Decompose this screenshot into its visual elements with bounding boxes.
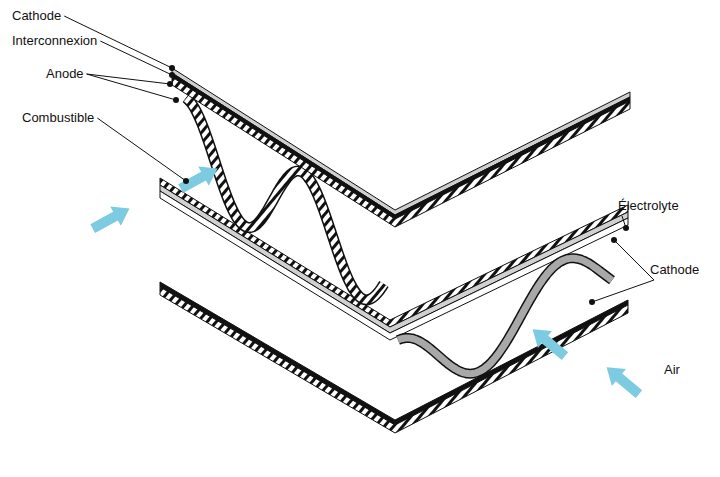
part-label: Cathode: [650, 262, 699, 278]
leader-dot: [589, 299, 595, 305]
part-label: Air: [664, 362, 680, 378]
leader-line: [87, 74, 170, 84]
leader-dot: [169, 72, 175, 78]
cathode-wave-outline: [398, 258, 612, 373]
bottom-interconnect: [160, 282, 628, 425]
part-label: Électrolyte: [618, 198, 679, 214]
leader-dot: [183, 178, 189, 184]
leader-dot: [169, 65, 175, 71]
leader-line: [592, 280, 654, 302]
leader-lines: [64, 16, 654, 305]
part-label: Cathode: [12, 8, 61, 24]
fuel-arrow: [90, 206, 129, 233]
layers: [90, 68, 642, 433]
leader-line: [87, 74, 176, 100]
top-interconnect: [172, 73, 630, 219]
cathode-wave: [398, 258, 612, 373]
leader-dot: [167, 81, 173, 87]
leader-dot: [611, 237, 617, 243]
air-arrow: [607, 367, 643, 398]
leader-line: [100, 41, 172, 75]
leader-line: [614, 240, 654, 280]
bottom-anode: [160, 287, 628, 433]
leader-dot: [173, 97, 179, 103]
part-label: Interconnexion: [12, 33, 97, 49]
part-label: Anode: [46, 66, 84, 82]
leader-line: [97, 118, 186, 181]
top-anode: [172, 77, 630, 227]
leader-dot: [623, 225, 629, 231]
part-label: Combustible: [22, 110, 94, 126]
air-arrow: [533, 329, 569, 360]
fuel-arrow: [178, 166, 217, 193]
